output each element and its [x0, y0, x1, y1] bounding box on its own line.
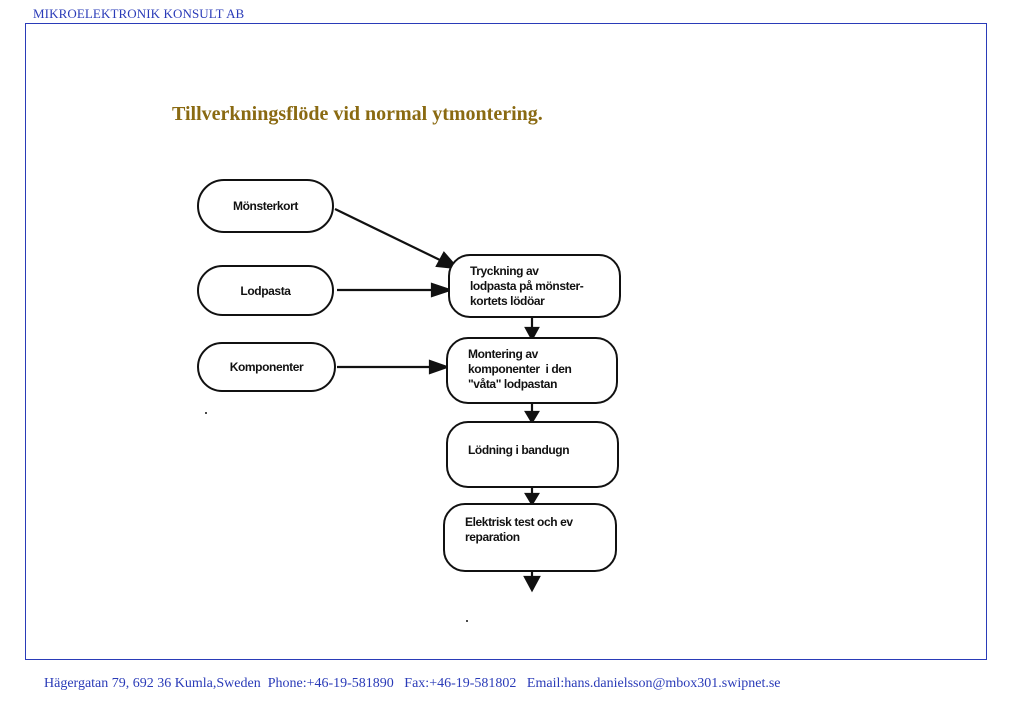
step-print-box: Tryckning av lodpasta på mönster- kortet…	[448, 254, 621, 318]
step-test-line-2: reparation	[465, 530, 520, 544]
step-print-line-1: Tryckning av	[470, 264, 539, 278]
input-board-label: Mönsterkort	[233, 199, 298, 213]
input-components-label: Komponenter	[229, 360, 304, 374]
step-solder-box: Lödning i bandugn	[446, 421, 619, 488]
input-paste-box: Lodpasta	[197, 265, 334, 316]
step-test-line-1: Elektrisk test och ev	[465, 515, 573, 529]
arrowhead-components	[428, 359, 451, 375]
step-print-line-2: lodpasta på mönster-	[470, 279, 584, 293]
company-name: MIKROELEKTRONIK KONSULT AB	[33, 6, 245, 21]
input-components-box: Komponenter	[197, 342, 336, 392]
input-board-box: Mönsterkort	[197, 179, 334, 233]
input-paste-label: Lodpasta	[240, 283, 291, 298]
arrowhead-print-mount	[524, 326, 540, 342]
step-mount-box: Montering av komponenter i den "våta" lo…	[446, 337, 618, 404]
step-mount-line-3: "våta" lodpastan	[468, 377, 558, 391]
content-frame	[25, 23, 987, 660]
step-test-box: Elektrisk test och ev reparation	[443, 503, 617, 572]
step-mount-line-1: Montering av	[468, 347, 538, 361]
step-solder-label: Lödning i bandugn	[468, 443, 570, 457]
arrowhead-paste	[430, 282, 454, 298]
step-print-line-3: kortets lödöar	[470, 294, 545, 308]
arrow-board-to-print	[334, 208, 443, 262]
arrowhead-solder-test	[524, 492, 540, 507]
speck	[205, 412, 207, 414]
arrowhead-test-out	[523, 575, 541, 593]
step-mount-line-2: komponenter i den	[468, 362, 572, 376]
speck	[466, 620, 468, 622]
footer-contact: Hägergatan 79, 692 36 Kumla,Sweden Phone…	[44, 676, 781, 691]
arrowhead-mount-solder	[524, 410, 540, 425]
page-title: Tillverkningsflöde vid normal ytmonterin…	[172, 103, 543, 125]
